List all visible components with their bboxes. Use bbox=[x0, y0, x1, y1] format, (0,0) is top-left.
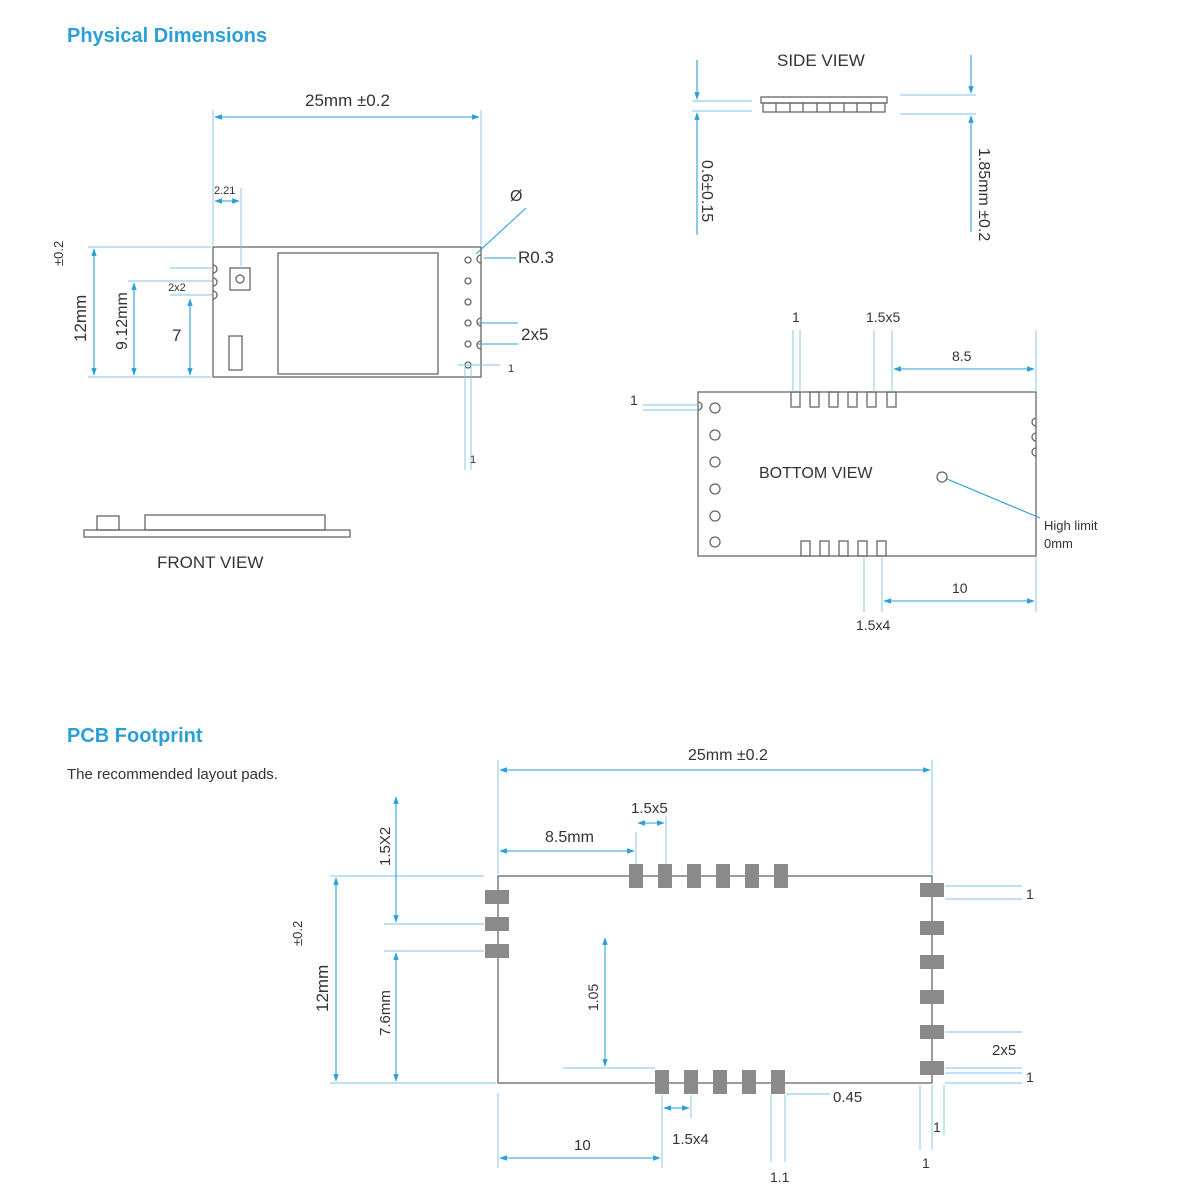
dim-9-12mm-label: 9.12mm bbox=[114, 292, 131, 350]
top-view-outline bbox=[212, 246, 482, 378]
pcb-dim-1-5X2: 1.5X2 bbox=[377, 827, 394, 866]
front-view-label: FRONT VIEW bbox=[157, 553, 263, 572]
dim-2-21-label: 2.21 bbox=[214, 185, 235, 197]
bottom-view-label: BOTTOM VIEW bbox=[759, 465, 873, 482]
pcb-dim-10: 10 bbox=[574, 1137, 591, 1154]
side-view-dim-left: 0.6±0.15 bbox=[698, 160, 715, 222]
bottom-view-left-holes bbox=[709, 402, 721, 548]
bottom-view-dim-pin1-top: 1 bbox=[792, 309, 800, 325]
side-view-pads bbox=[762, 102, 886, 113]
pcb-dim-bottom-1-a: 1 bbox=[933, 1119, 941, 1135]
top-view-castellations-right bbox=[476, 254, 482, 350]
dim-2x2-label: 2x2 bbox=[168, 282, 186, 294]
bottom-view-dim-1-5x4: 1.5x4 bbox=[856, 617, 890, 633]
bottom-view-dim-8-5: 8.5 bbox=[952, 348, 972, 364]
pcb-dim-12mm-tolerance: ±0.2 bbox=[290, 921, 305, 946]
pcb-dim-0-45: 0.45 bbox=[833, 1089, 862, 1106]
top-view-switch bbox=[229, 267, 251, 291]
side-view-label: SIDE VIEW bbox=[777, 51, 865, 70]
pcb-dim-bottom-1-b: 1 bbox=[922, 1155, 930, 1171]
pcb-dim-1-1: 1.1 bbox=[770, 1169, 790, 1185]
bottom-view-test-point bbox=[936, 471, 948, 483]
bottom-view-dim-pin1-left: 1 bbox=[630, 392, 638, 408]
dim-7-label: 7 bbox=[172, 326, 181, 345]
front-view-shield bbox=[144, 514, 326, 531]
dim-12mm-tolerance: ±0.2 bbox=[51, 241, 66, 266]
pcb-dim-25mm: 25mm ±0.2 bbox=[688, 747, 768, 764]
front-view-board bbox=[83, 529, 351, 538]
pcb-dim-right-2x5: 2x5 bbox=[992, 1042, 1016, 1059]
pcb-pads bbox=[485, 864, 944, 1094]
top-view-connector bbox=[228, 335, 243, 371]
side-view-dim-right: 1.85mm ±0.2 bbox=[975, 148, 992, 241]
dim-2x5-label: 2x5 bbox=[521, 325, 548, 344]
bottom-view-note-line2: 0mm bbox=[1044, 536, 1073, 551]
pcb-dim-7-6mm: 7.6mm bbox=[377, 990, 394, 1036]
side-view-board bbox=[760, 96, 888, 104]
dim-pin1-bottom-label: 1 bbox=[470, 454, 476, 466]
bottom-view-dim-1-5x5: 1.5x5 bbox=[866, 309, 900, 325]
pcb-dim-1-5x5: 1.5x5 bbox=[631, 800, 668, 817]
dim-diameter-label: Ø bbox=[510, 188, 522, 205]
pcb-dim-1-5x4: 1.5x4 bbox=[672, 1131, 709, 1148]
top-view-shield bbox=[277, 252, 439, 375]
pcb-dim-1-05: 1.05 bbox=[585, 984, 601, 1011]
side-view: SIDE VIEW 0.6±0.15 1.85mm ±0.2 bbox=[692, 51, 992, 241]
pcb-footprint: 25mm ±0.2 8.5mm 1.5x5 12mm ±0.2 1.5X2 7.… bbox=[290, 747, 1034, 1185]
physical-dimensions-title: Physical Dimensions bbox=[67, 25, 268, 47]
pcb-dim-right-1-bottom: 1 bbox=[1026, 1069, 1034, 1085]
pcb-dim-8-5mm: 8.5mm bbox=[545, 829, 594, 846]
front-view: FRONT VIEW bbox=[83, 514, 351, 572]
pcb-footprint-subtitle: The recommended layout pads. bbox=[67, 766, 278, 783]
dim-pin1-right-label: 1 bbox=[508, 363, 514, 375]
bottom-view-note-line1: High limit bbox=[1044, 518, 1098, 533]
bottom-view-top-pads bbox=[790, 391, 897, 408]
dim-25mm-label: 25mm ±0.2 bbox=[305, 91, 390, 110]
top-view: 25mm ±0.2 2.21 2x2 12mm ±0.2 9.12mm 7 Ø … bbox=[51, 91, 554, 470]
pcb-dim-12mm: 12mm bbox=[313, 965, 332, 1012]
bottom-view: High limit 0mm BOTTOM VIEW 1 1.5x5 8.5 1… bbox=[630, 309, 1098, 633]
dim-r0-3-label: R0.3 bbox=[518, 248, 554, 267]
dim-12mm-label: 12mm bbox=[71, 295, 90, 342]
pcb-outline bbox=[497, 875, 933, 1084]
front-view-switch bbox=[96, 515, 120, 531]
bottom-view-dim-10: 10 bbox=[952, 580, 968, 596]
bottom-view-bottom-pads bbox=[800, 540, 887, 557]
top-view-pin-holes bbox=[464, 256, 472, 369]
pcb-footprint-title: PCB Footprint bbox=[67, 725, 203, 747]
pcb-dim-right-1-top: 1 bbox=[1026, 886, 1034, 902]
top-view-castellations-left bbox=[212, 264, 218, 300]
